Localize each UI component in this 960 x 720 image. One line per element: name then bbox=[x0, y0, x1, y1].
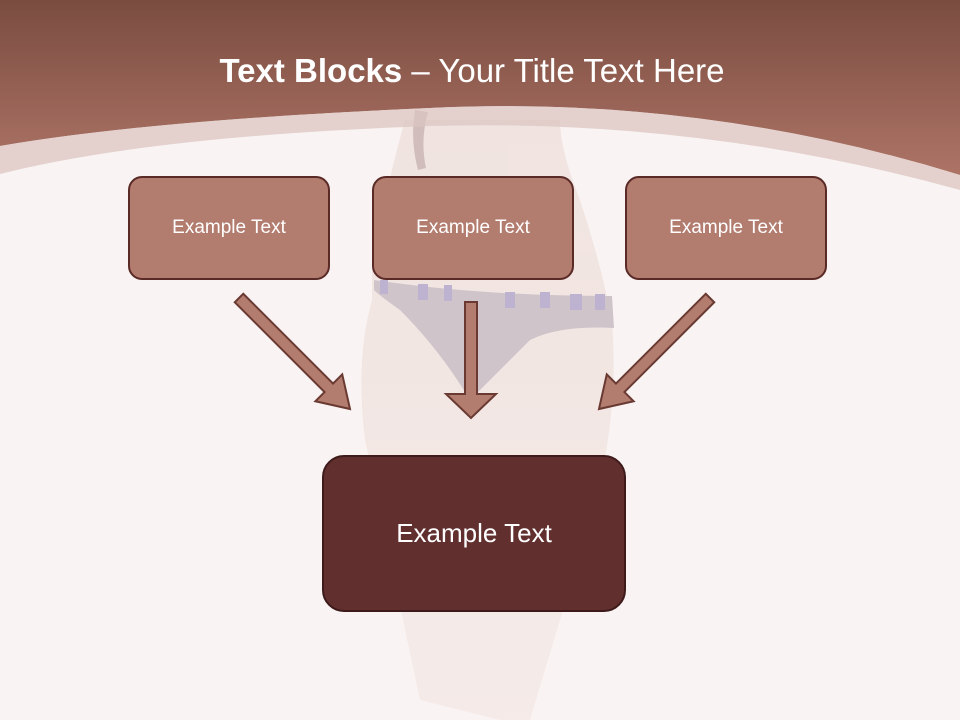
text-block-top-right[interactable]: Example Text bbox=[625, 176, 827, 280]
text-block-top-center[interactable]: Example Text bbox=[372, 176, 574, 280]
text-block-bottom[interactable]: Example Text bbox=[322, 455, 626, 612]
arrow-right bbox=[597, 292, 716, 411]
text-block-top-left[interactable]: Example Text bbox=[128, 176, 330, 280]
slide-title: Text Blocks – Your Title Text Here bbox=[0, 52, 944, 90]
text-block-label: Example Text bbox=[669, 217, 783, 238]
title-bold: Text Blocks bbox=[219, 52, 403, 89]
arrow-center bbox=[443, 301, 499, 420]
header-swoosh bbox=[0, 106, 960, 190]
arrow-left bbox=[233, 292, 352, 411]
text-block-label: Example Text bbox=[172, 217, 286, 238]
header-band bbox=[0, 0, 960, 175]
text-block-label: Example Text bbox=[416, 217, 530, 238]
title-dash: – bbox=[402, 52, 439, 89]
text-block-label: Example Text bbox=[396, 518, 552, 548]
title-rest: Your Title Text Here bbox=[438, 52, 725, 89]
